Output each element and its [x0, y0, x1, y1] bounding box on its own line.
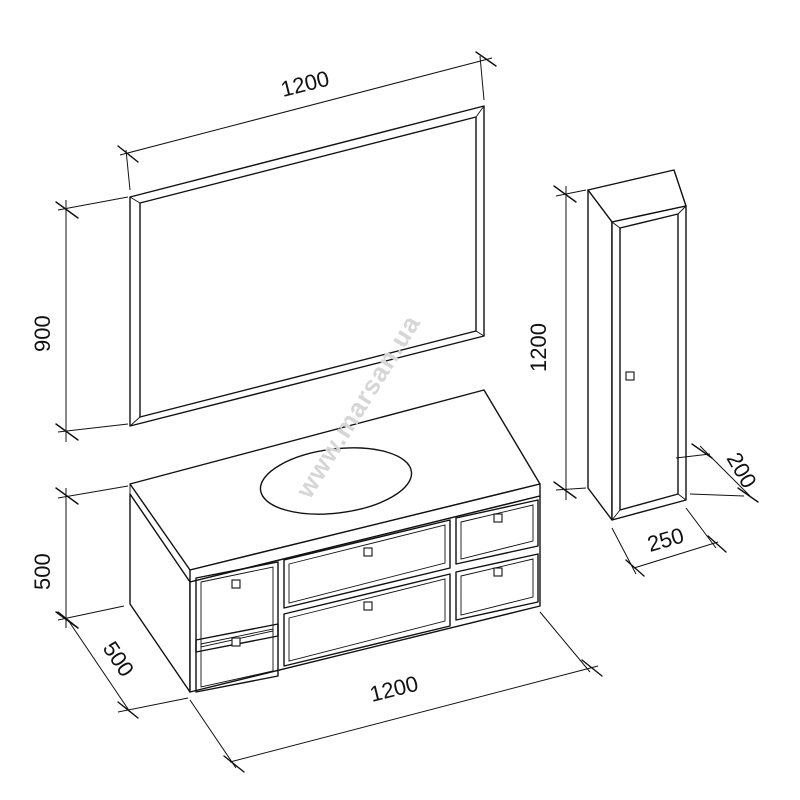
drawer-handle-icon [493, 567, 503, 577]
vanity-height-dimension [55, 485, 129, 629]
cabinet-height-dimension [553, 185, 587, 500]
drawer-handle-icon [363, 547, 373, 557]
mirror-width-label: 1200 [278, 66, 332, 102]
drawer-bottom-middle [283, 573, 451, 667]
cabinet-depth-dimension [675, 443, 759, 503]
mirror [129, 105, 485, 427]
cabinet-width-label: 250 [644, 523, 686, 557]
vanity-width-dimension [189, 611, 603, 773]
cabinet-width-dimension [611, 507, 727, 577]
vanity-height-label: 500 [30, 553, 55, 590]
mirror-height-label: 900 [30, 315, 55, 352]
drawer-top-middle [283, 519, 451, 609]
vanity-unit [129, 389, 541, 693]
drawer-handle-icon [363, 601, 373, 611]
vanity-width-label: 1200 [367, 671, 421, 707]
drawer-bottom-right [455, 553, 539, 621]
mirror-width-dimension [117, 51, 497, 191]
vanity-depth-label: 500 [98, 637, 139, 681]
tall-cabinet [587, 169, 687, 521]
drawer-handle-icon [231, 579, 241, 589]
cabinet-handle-icon [625, 371, 635, 381]
drawer-bottom-left [195, 623, 279, 693]
cabinet-height-label: 1200 [526, 323, 551, 372]
drawer-handle-icon [493, 513, 503, 523]
drawer-handle-icon [231, 637, 241, 647]
basin [259, 447, 413, 515]
cabinet-depth-label: 200 [722, 448, 762, 492]
drawer-top-right [455, 499, 539, 565]
vanity-depth-dimension [57, 605, 189, 719]
mirror-height-dimension [55, 196, 129, 442]
